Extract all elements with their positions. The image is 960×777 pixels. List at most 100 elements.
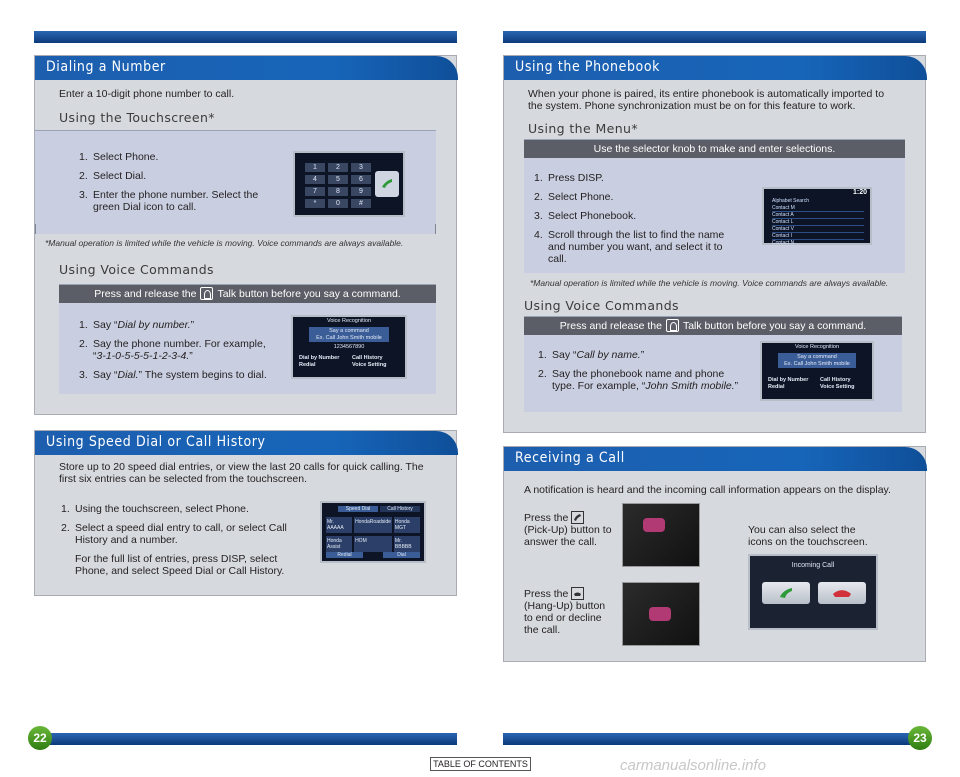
menu-heading: Using the Menu* [528, 121, 639, 136]
contact-row: Contact M [772, 205, 864, 212]
menu-step: 2.Select Phone. [534, 191, 614, 203]
redial-button: Redial [326, 552, 363, 558]
bottom-bar-right [503, 733, 914, 745]
keypad-key: 0 [328, 199, 348, 208]
phonebook-section: Using the Phonebook When your phone is p… [503, 55, 927, 433]
phonebook-list-header: Alphabet Search [772, 198, 809, 204]
touch-note: You can also select the icons on the tou… [748, 524, 868, 548]
contact-row: Contact L [772, 219, 864, 226]
speed-dial-screenshot: Speed Dial Call History Mr. AAAAA HondaR… [320, 501, 426, 563]
voice-step: 3.Say “Dial.” The system begins to dial. [79, 369, 267, 381]
bottom-bar-left [46, 733, 457, 745]
menu-banner: Use the selector knob to make and enter … [524, 140, 905, 158]
phonebook-screenshot: 1:20 Alphabet Search Contact M Contact A… [762, 187, 872, 246]
receiving-title: Receiving a Call [515, 450, 625, 466]
touchscreen-heading: Using the Touchscreen* [59, 110, 215, 125]
speed-dial-intro: Store up to 20 speed dial entries, or vi… [59, 461, 424, 485]
speed-step: 1.Using the touchscreen, select Phone. [61, 503, 249, 515]
keypad-key: 2 [328, 163, 348, 172]
touch-steps: 1.Select Phone. 2.Select Dial. 3.Enter t… [79, 151, 269, 220]
talk-icon [665, 319, 679, 332]
panel-tick [435, 224, 436, 234]
menu-panel: Use the selector knob to make and enter … [524, 139, 905, 273]
receiving-header: Receiving a Call [504, 447, 927, 471]
voice-step: 2.Say the phonebook name and phone type.… [538, 368, 739, 392]
tab-call-history: Call History [380, 506, 420, 512]
speed-entry: Mr. BBBBB [393, 536, 420, 552]
phonebook-voice-heading: Using Voice Commands [524, 298, 679, 313]
top-bar-left [34, 31, 457, 43]
keypad-key: 3 [351, 163, 371, 172]
phonebook-title: Using the Phonebook [515, 59, 661, 75]
phonebook-time: 1:20 [852, 189, 867, 196]
decline-button [818, 582, 866, 604]
phonebook-list: Contact M Contact A Contact L Contact V … [772, 205, 864, 246]
contact-row: Contact I [772, 233, 864, 240]
speed-entry: Mr. AAAAA [326, 517, 353, 533]
answer-button [762, 582, 810, 604]
keypad-key: 1 [305, 163, 325, 172]
incoming-call-label: Incoming Call [791, 562, 835, 569]
incoming-call-screenshot: Incoming Call [748, 554, 878, 630]
pickup-button-highlight [643, 518, 665, 532]
hangup-text: Press the (Hang-Up) button to end or dec… [524, 587, 606, 636]
speed-entry: Honda Assist [326, 536, 353, 552]
phonebook-intro: When your phone is paired, its entire ph… [528, 88, 885, 112]
receiving-intro: A notification is heard and the incoming… [524, 484, 891, 496]
hangup-button-highlight [649, 607, 671, 621]
voice-step: 1.Say “Call by name.” [538, 349, 645, 361]
dialing-header: Dialing a Number [35, 56, 458, 80]
top-bar-right [503, 31, 926, 43]
keypad-key: 4 [305, 175, 325, 184]
touch-step: 3.Enter the phone number. Select the gre… [79, 189, 259, 213]
speed-dial-title: Using Speed Dial or Call History [46, 434, 266, 450]
voice-steps: 1.Say “Dial by number.” 2.Say the phone … [79, 319, 279, 388]
keypad-grid: 1 2 3 4 5 6 7 8 9 * 0 # [305, 163, 371, 208]
speed-entry: HondaRoadside [354, 517, 392, 533]
dialing-title: Dialing a Number [46, 59, 166, 75]
menu-step: 3.Select Phonebook. [534, 210, 637, 222]
voice-step: 1.Say “Dial by number.” [79, 319, 195, 331]
touch-step: 1.Select Phone. [79, 151, 159, 163]
dialing-intro: Enter a 10-digit phone number to call. [59, 88, 235, 100]
page-number-right: 23 [908, 726, 932, 750]
pickup-button-photo [622, 503, 700, 567]
phonebook-voice-steps: 1.Say “Call by name.” 2.Say the phoneboo… [538, 349, 748, 399]
keypad-key: * [305, 199, 325, 208]
speed-dial-header: Using Speed Dial or Call History [35, 431, 458, 455]
contact-row: Contact V [772, 226, 864, 233]
voice-step: 2.Say the phone number. For example, “3-… [79, 338, 266, 362]
voice-screen-header: Voice Recognition [326, 318, 372, 324]
hangup-icon [571, 587, 585, 600]
dialing-section: Dialing a Number Enter a 10-digit phone … [34, 55, 458, 415]
menu-footnote: *Manual operation is limited while the v… [530, 278, 889, 288]
speed-step: 2.Select a speed dial entry to call, or … [61, 522, 287, 546]
pickup-icon [571, 511, 585, 524]
receiving-section: Receiving a Call A notification is heard… [503, 446, 927, 662]
voice-heading: Using Voice Commands [59, 262, 214, 277]
page-number-left: 22 [28, 726, 52, 750]
green-dial-icon [375, 171, 399, 197]
contact-row: Contact A [772, 212, 864, 219]
table-of-contents-link[interactable]: TABLE OF CONTENTS [430, 757, 531, 771]
touch-footnote: *Manual operation is limited while the v… [45, 238, 404, 248]
speed-dial-tabs: Speed Dial Call History [338, 506, 420, 512]
touchscreen-panel: 1.Select Phone. 2.Select Dial. 3.Enter t… [35, 130, 436, 234]
pickup-text: Press the (Pick-Up) button to answer the… [524, 511, 612, 548]
voice-screen-header: Voice Recognition [794, 344, 840, 350]
speed-extra: For the full list of entries, press DISP… [75, 553, 285, 577]
speed-dial-entries: Mr. AAAAA HondaRoadside Honda MGT Honda … [326, 517, 420, 552]
keypad-key: 8 [328, 187, 348, 196]
speed-dial-buttons: Redial Dial [326, 552, 420, 558]
menu-step: 4.Scroll through the list to find the na… [534, 229, 725, 265]
tab-speed-dial: Speed Dial [338, 506, 378, 512]
